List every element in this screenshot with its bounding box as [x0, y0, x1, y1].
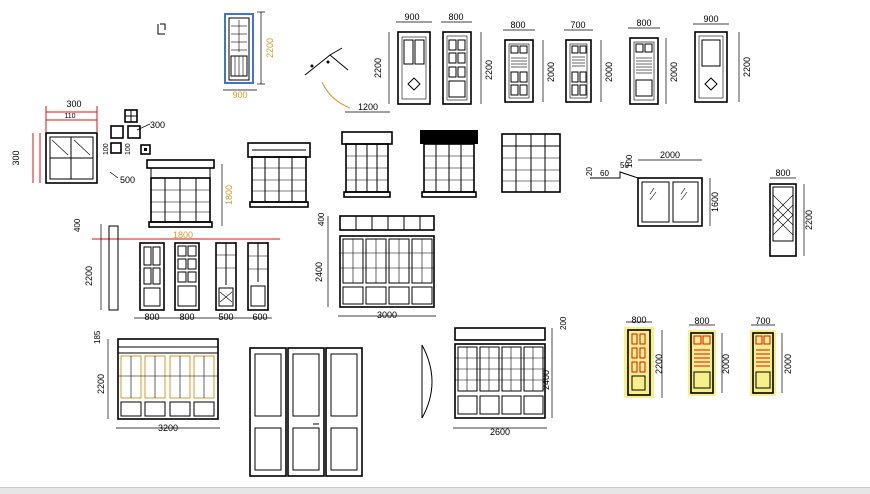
door-elevation-4[interactable]: 700 2000	[564, 20, 614, 103]
dim-label: 800	[636, 18, 651, 28]
dim-label: 800	[631, 315, 646, 325]
dim-label: 900	[232, 90, 247, 100]
small-square-windows[interactable]: 300 100 100 500	[103, 109, 165, 185]
window-cornice-1[interactable]	[247, 142, 311, 208]
dim-label: 900	[404, 12, 419, 22]
dim-label: 800	[694, 316, 709, 326]
dim-label: 2400	[541, 370, 551, 390]
dim-label: 100	[103, 143, 110, 155]
door-elevation-1[interactable]: 900 2200	[373, 12, 432, 105]
dim-label: 700	[755, 316, 770, 326]
window-cornice-2[interactable]: 1200	[341, 102, 393, 198]
window-grid-300[interactable]: 300 110 300	[11, 99, 98, 184]
door-elevation-top[interactable]: 2200 900	[223, 11, 275, 100]
glazed-door-3200[interactable]: 3200 185 2200	[93, 330, 220, 433]
dim-label: 100	[125, 143, 132, 155]
dim-label: 1800	[173, 230, 193, 240]
dim-label: 1800	[224, 185, 234, 205]
dim-label: 2200	[265, 38, 275, 58]
dim-label: 1600	[710, 192, 720, 212]
dim-label: 900	[703, 14, 718, 24]
triple-panel-door[interactable]	[249, 347, 363, 477]
dim-label: 100	[625, 154, 634, 168]
dim-label: 300	[11, 150, 21, 165]
dim-label: 800	[144, 312, 159, 322]
dim-label: 300	[66, 99, 81, 109]
dim-label: 2200	[484, 60, 494, 80]
door-elevation-3[interactable]: 800 2000	[503, 20, 556, 103]
door-elevation-2[interactable]: 800 2200	[441, 12, 494, 105]
dim-label: 500	[120, 175, 135, 185]
dim-label: 2400	[314, 262, 324, 282]
dim-label: 2200	[84, 266, 94, 286]
dim-label: 2000	[604, 62, 614, 82]
arch-section-symbol	[421, 344, 433, 419]
origin-marker	[157, 23, 166, 35]
window-cornice-3[interactable]	[420, 130, 478, 198]
dim-label: 60	[600, 169, 609, 178]
dim-label: 2000	[546, 62, 556, 82]
dim-label: 185	[93, 330, 102, 344]
french-door-3000[interactable]: 3000 400 2400	[314, 212, 436, 320]
lattice-door-800[interactable]: 800 2200	[769, 168, 814, 257]
dim-label: 300	[150, 120, 165, 130]
dim-label: 20	[585, 167, 594, 176]
door-highlighted-1[interactable]: 800 2200	[624, 315, 664, 398]
dim-label: 400	[73, 218, 82, 232]
dim-label: 110	[64, 113, 75, 120]
dim-label: 1200	[358, 102, 378, 112]
dim-label: 800	[448, 12, 463, 22]
door-elevation-6[interactable]: 900 2200	[693, 14, 752, 103]
dim-label: 500	[218, 312, 233, 322]
dim-label: 2200	[742, 57, 752, 77]
dim-label: 400	[317, 212, 326, 226]
dim-label: 3200	[158, 423, 178, 433]
door-elevation-5[interactable]: 800 2000	[628, 18, 679, 105]
dim-label: 2200	[96, 374, 106, 394]
dim-label: 800	[510, 20, 525, 30]
door-swing-symbol	[304, 47, 351, 109]
door-row-elevations[interactable]: 400 2200 800 800 500 600 1800	[73, 218, 280, 322]
dim-label: 600	[252, 312, 267, 322]
dim-label: 2000	[721, 354, 731, 374]
window-cornice-4[interactable]	[501, 133, 561, 193]
door-highlighted-3[interactable]: 700 2000	[750, 316, 793, 396]
door-highlighted-2[interactable]: 800 2000	[688, 316, 731, 396]
sliding-window-2000[interactable]: 2000 1600 20 60 50 100	[585, 150, 720, 227]
dim-label: 2000	[660, 150, 680, 160]
bay-window-ornate[interactable]: 1800	[146, 159, 234, 228]
bottom-status-strip	[0, 487, 870, 494]
dim-label: 700	[570, 20, 585, 30]
dim-label: 50	[620, 161, 629, 170]
dim-label: 2000	[783, 354, 793, 374]
dim-label: 800	[179, 312, 194, 322]
dim-label: 2200	[804, 210, 814, 230]
french-door-2600[interactable]: 2600 200 2400	[453, 316, 568, 437]
dim-label: 2600	[490, 427, 510, 437]
dim-label: 2000	[669, 62, 679, 82]
dim-label: 2200	[373, 58, 383, 78]
dim-label: 3000	[377, 310, 397, 320]
dim-label: 800	[775, 168, 790, 178]
dim-label: 2200	[654, 354, 664, 374]
dim-label: 200	[559, 316, 568, 330]
